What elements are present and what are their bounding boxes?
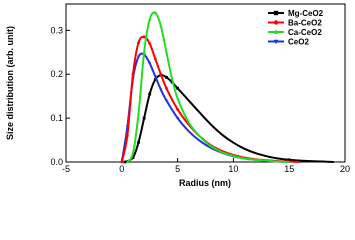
data-point — [159, 72, 163, 76]
x-axis-ticks: -5 0 5 10 15 20 — [62, 158, 350, 174]
legend-label: Ba-CeO2 — [288, 19, 322, 28]
data-point — [137, 41, 140, 45]
data-point — [131, 156, 135, 160]
data-point — [148, 17, 152, 21]
data-point — [125, 160, 129, 164]
data-point — [137, 55, 141, 59]
data-point — [142, 50, 146, 54]
data-point — [131, 151, 135, 155]
data-point — [176, 116, 180, 120]
x-tick-label: 0 — [119, 164, 124, 174]
data-point — [165, 86, 168, 90]
data-point — [142, 116, 146, 120]
data-point — [159, 88, 163, 92]
x-tick-label: 20 — [340, 164, 350, 174]
y-tick-label: 0.2 — [50, 69, 63, 79]
data-point — [153, 11, 157, 14]
data-point — [153, 78, 157, 81]
data-point — [142, 35, 146, 39]
x-axis-label: Radius (nm) — [179, 178, 231, 188]
x-tick-label: 15 — [284, 164, 294, 174]
x-tick-label: -5 — [62, 164, 70, 174]
series-line — [126, 11, 290, 163]
y-axis-ticks: 0.0 0.1 0.2 0.3 — [50, 25, 70, 167]
data-point — [159, 24, 163, 28]
data-point — [120, 160, 124, 164]
data-point — [165, 75, 168, 79]
series-ca-ceo2 — [125, 11, 290, 164]
y-axis-label: Size distribution (arb. unit) — [5, 26, 15, 140]
y-tick-label: 0.3 — [50, 25, 63, 35]
size-distribution-chart: -5 0 5 10 15 20 0.0 0.1 0.2 0.3 Mg-CeO2Ba-CeO2Ca… — [5, 3, 350, 188]
data-point — [153, 57, 157, 61]
data-point — [164, 50, 168, 54]
x-tick-label: 10 — [228, 164, 238, 174]
data-point — [170, 76, 174, 80]
data-point — [164, 99, 168, 103]
x-tick-label: 5 — [175, 164, 180, 174]
data-point — [176, 96, 180, 100]
legend-label: Ca-CeO2 — [288, 28, 322, 37]
data-point — [131, 72, 135, 76]
data-point — [176, 107, 180, 111]
legend-label: CeO2 — [288, 38, 309, 47]
legend-marker — [273, 39, 279, 45]
plot-frame — [65, 3, 346, 163]
legend-marker — [273, 29, 279, 34]
legend-label: Mg-CeO2 — [288, 9, 324, 18]
legend-marker — [273, 20, 279, 25]
data-point — [148, 62, 152, 65]
data-point — [123, 160, 127, 164]
legend-marker — [273, 10, 279, 16]
data-point — [125, 134, 129, 138]
data-point — [148, 92, 152, 96]
data-point — [153, 75, 157, 79]
series-line — [124, 74, 334, 163]
series-layer — [120, 11, 334, 164]
data-point — [137, 112, 141, 115]
series-mg-ceo2 — [123, 73, 334, 164]
y-tick-label: 0.0 — [50, 157, 63, 167]
data-point — [176, 86, 179, 90]
data-point — [137, 140, 140, 144]
y-tick-label: 0.1 — [50, 113, 63, 123]
data-point — [148, 42, 152, 45]
